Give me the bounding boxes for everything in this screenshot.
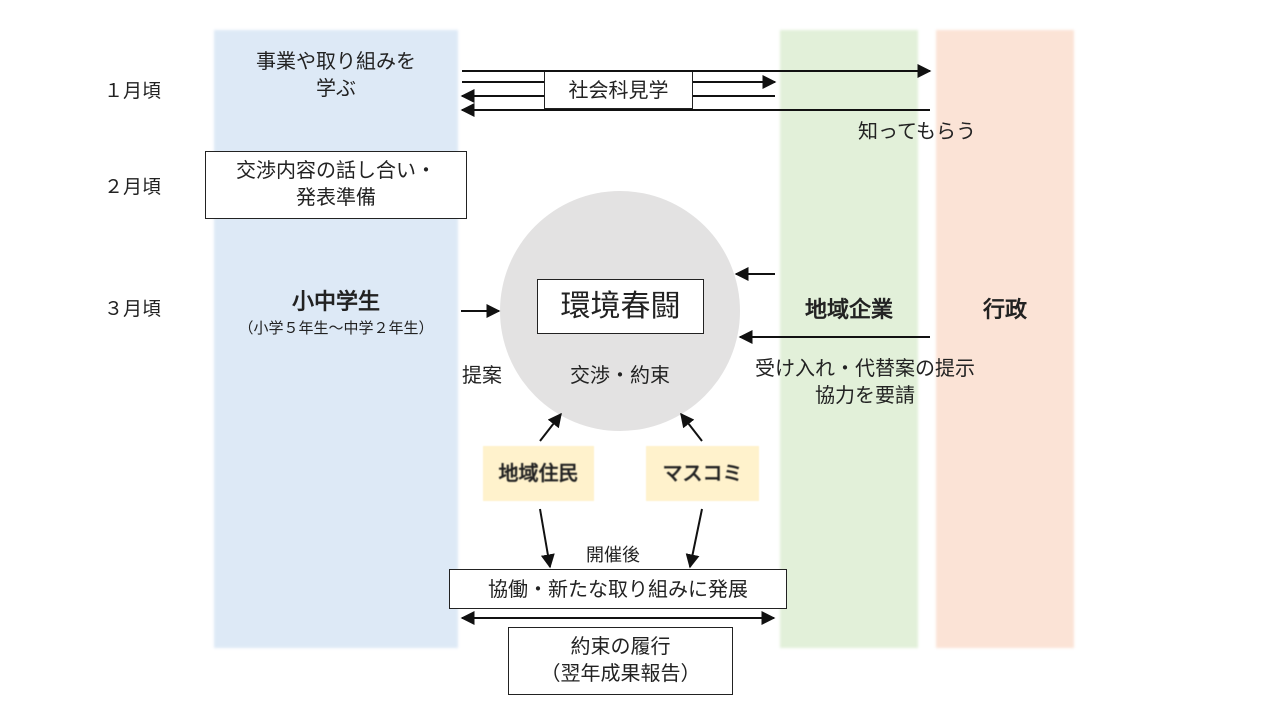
residents-box: 地域住民 (483, 446, 594, 501)
propose-label: 提案 (462, 363, 502, 387)
learn-text-line2: 学ぶ (316, 76, 356, 100)
negotiation-promise-label: 交渉・約束 (570, 363, 670, 387)
discussion-line1: 交渉内容の話し合い・ (236, 158, 436, 182)
after-event-label: 開催後 (586, 545, 640, 566)
arrow-media-to-center (680, 412, 703, 442)
students-subtitle: （小学５年生～中学２年生） (238, 319, 434, 337)
collaboration-box: 協働・新たな取り組みに発展 (449, 569, 787, 609)
response-line1: 受け入れ・代替案の提示 (755, 356, 975, 380)
discussion-box: 交渉内容の話し合い・ 発表準備 (205, 151, 467, 219)
response-text: 受け入れ・代替案の提示 協力を要請 (730, 355, 1000, 409)
business-title: 地域企業 (804, 298, 893, 323)
promise-box: 約束の履行 （翌年成果報告） (508, 627, 733, 695)
learn-text: 事業や取り組みを 学ぶ (214, 48, 458, 102)
business-column (780, 30, 918, 648)
government-column (936, 30, 1074, 648)
media-box: マスコミ (646, 446, 759, 501)
month-label-mar: ３月頃 (104, 298, 162, 320)
spring-negotiation-title: 環境春闘 (537, 279, 704, 334)
arrow-residents-to-center (539, 412, 562, 442)
field-trip-box: 社会科見学 (544, 71, 693, 109)
promise-line1: 約束の履行 (570, 634, 671, 658)
learn-text-line1: 事業や取り組みを (256, 49, 416, 73)
promise-line2: （翌年成果報告） (540, 661, 701, 685)
students-title: 小中学生 (291, 290, 380, 315)
month-label-feb: ２月頃 (104, 176, 162, 198)
response-line2: 協力を要請 (815, 383, 915, 407)
arrow-residents-to-collaboration (539, 508, 555, 569)
month-label-jan: １月頃 (104, 80, 162, 102)
discussion-line2: 発表準備 (296, 185, 376, 209)
students-column (214, 30, 458, 648)
arrow-media-to-collaboration (685, 508, 703, 569)
let-know-label: 知ってもらう (858, 119, 976, 143)
government-title: 行政 (982, 298, 1027, 323)
